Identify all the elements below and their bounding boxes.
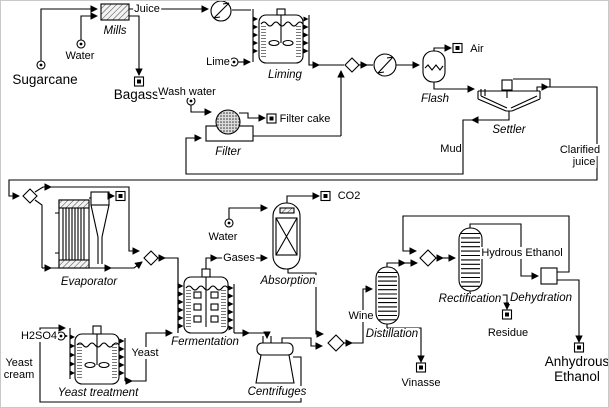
stream-label-mud: Mud: [439, 143, 463, 155]
stream-label-clarified-juice-2: juice: [571, 156, 597, 168]
equipment-label-filter: Filter: [214, 146, 242, 158]
equipment-label-yeast-treatment: Yeast treatment: [56, 387, 140, 399]
stream-juice-bypass: [34, 183, 140, 255]
stream-concentrated-juice: [158, 254, 179, 333]
stream-distillate: [386, 259, 418, 267]
evaporator-unit: [55, 191, 115, 269]
stream-beer: [234, 329, 271, 339]
stream-yeast-cream: [39, 324, 302, 403]
stream-label-yeast-cream-2: cream: [2, 369, 36, 381]
absorption-column: [272, 202, 301, 270]
stream-label-water-mills: Water: [64, 50, 96, 62]
sink-marker-air: [452, 42, 463, 54]
sink-marker-evaporator-vapor: [115, 190, 126, 202]
stream-label-yeast: Yeast: [130, 347, 160, 359]
source-marker-lime: [229, 57, 239, 67]
mills-unit: [100, 3, 130, 21]
settler-clarifier: [477, 78, 551, 112]
source-marker-water-absorption: [224, 218, 234, 228]
equipment-label-absorption: Absorption: [259, 275, 317, 287]
stream-label-wash-water: Wash water: [157, 86, 217, 98]
stream-flashed-juice: [433, 82, 475, 93]
stream-air: [433, 44, 452, 52]
stream-markers: [36, 39, 585, 373]
mixer-diamond: [344, 57, 360, 73]
stream-label-water-absorption: Water: [207, 231, 239, 243]
stream-wash-water: [190, 105, 212, 116]
stream-centrate: [281, 337, 323, 350]
distillation-column: [375, 266, 400, 325]
equipment-label-distillation: Distillation: [364, 328, 420, 340]
equipment: [22, 1, 558, 385]
mixer-diamond: [143, 250, 159, 266]
equipment-label-fermentation: Fermentation: [170, 336, 240, 348]
mixer-diamond: [419, 249, 437, 267]
stream-label-bagasse: Bagasse: [112, 87, 168, 102]
sink-marker-anhydrous-ethanol: [573, 342, 585, 353]
stream-anhydrous-ethanol: [557, 279, 583, 343]
equipment-label-flash: Flash: [419, 93, 451, 105]
sink-marker-filter-cake: [266, 113, 277, 124]
equipment-label-evaporator: Evaporator: [59, 276, 119, 288]
equipment-label-liming: Liming: [267, 69, 303, 81]
stream-limed-juice: [308, 61, 420, 69]
heat-exchanger-icon: [373, 53, 397, 77]
heat-exchanger-icon: [210, 1, 232, 22]
stream-co2: [286, 192, 320, 203]
stream-clarified-juice: [8, 83, 598, 200]
equipment-label-dehydration: Dehydration: [508, 292, 574, 304]
sink-marker-co2: [320, 190, 331, 202]
stream-label-h2so4: H2SO4: [19, 330, 59, 342]
stream-label-lime: Lime: [205, 56, 231, 68]
stream-filtrate: [253, 70, 345, 137]
equipment-label-centrifuges: Centrifuges: [246, 386, 308, 398]
stream-label-air: Air: [469, 43, 485, 55]
stream-label-gases: Gases: [222, 252, 256, 264]
sink-marker-residue: [501, 309, 513, 320]
flash-drum: [422, 50, 446, 83]
yeast-treatment-vessel: [69, 325, 126, 385]
equipment-label-mills: Mills: [102, 25, 128, 37]
stream-mud: [185, 111, 510, 175]
rectification-column: [458, 227, 483, 292]
equipment-label-settler: Settler: [491, 124, 527, 136]
stream-label-wine: Wine: [347, 310, 375, 322]
equipment-label-rectification: Rectification: [437, 293, 503, 305]
stream-label-hydrous-ethanol: Hydrous Ethanol: [480, 247, 564, 259]
liming-vessel: [252, 8, 310, 64]
splitter-diamond: [22, 188, 38, 204]
sink-marker-bagasse: [133, 76, 145, 87]
rotary-filter: [205, 109, 254, 142]
source-marker-water-mills: [76, 39, 86, 49]
source-marker-wash-water: [186, 96, 196, 106]
centrifuge-unit: [255, 336, 295, 384]
mixer-diamond: [327, 334, 345, 352]
sink-marker-vinasse: [415, 362, 427, 373]
dehydration-unit: [540, 267, 558, 285]
stream-label-co2: CO2: [336, 190, 362, 202]
stream-label-juice: Juice: [133, 3, 161, 15]
stream-label-clarified-juice: Clarified: [558, 144, 602, 156]
stream-label-vinasse: Vinasse: [400, 377, 442, 389]
stream-label-anhydrous-ethanol: Anhydrous: [543, 354, 609, 369]
stream-label-yeast-cream: Yeast: [4, 357, 34, 369]
stream-bagasse: [129, 15, 143, 76]
stream-absorber-bottoms: [287, 269, 324, 338]
stream-label-residue: Residue: [486, 327, 530, 339]
stream-water-absorption: [228, 204, 268, 219]
stream-hydrous-ethanol: [469, 223, 539, 280]
stream-label-filter-cake: Filter cake: [278, 113, 332, 125]
stream-recycle: [402, 215, 570, 273]
stream-sugarcane: [40, 5, 98, 61]
stream-water-mills: [80, 12, 98, 40]
stream-label-sugarcane: Sugarcane: [11, 72, 79, 87]
source-marker-h2so4: [56, 331, 66, 341]
stream-filter-cake: [239, 112, 266, 122]
source-marker-sugarcane: [36, 60, 46, 70]
stream-label-anhydrous-ethanol-2: Ethanol: [553, 369, 601, 384]
fermentation-vessel: [177, 258, 235, 334]
